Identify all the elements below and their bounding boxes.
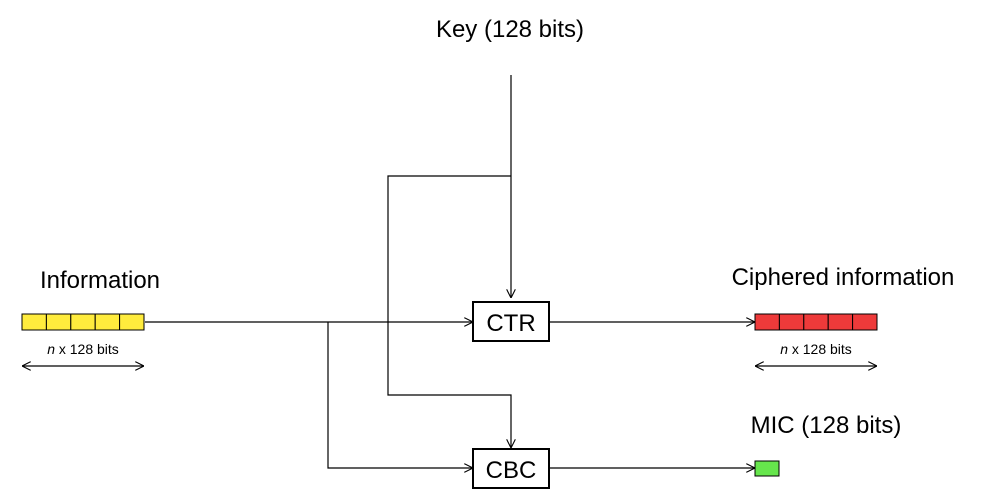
ciphered-block: [852, 313, 878, 331]
mic-label: MIC (128 bits): [751, 412, 902, 439]
mic-block: [754, 460, 780, 477]
cbc-box: CBC: [472, 448, 550, 489]
ciphered-block: [754, 313, 780, 331]
ciphered-block: [803, 313, 829, 331]
key-label: Key (128 bits): [436, 16, 584, 43]
ciphered-information-label: Ciphered information: [732, 264, 955, 291]
information-block: [70, 313, 96, 331]
information-block: [21, 313, 47, 331]
information-block: [45, 313, 72, 331]
information-blocks: [21, 313, 145, 331]
ciphered-size-label: n x 128 bits: [780, 341, 852, 357]
information-label: Information: [40, 267, 160, 294]
ciphered-block: [778, 313, 805, 331]
information-to-cbc-line: [327, 322, 473, 468]
key-branch-line: [387, 175, 511, 448]
ciphered-block: [827, 313, 854, 331]
information-size-label: n x 128 bits: [47, 341, 119, 357]
information-block: [94, 313, 121, 331]
ctr-box: CTR: [472, 301, 550, 342]
cbc-label: CBC: [486, 457, 537, 484]
information-block: [119, 313, 145, 331]
ciphered-blocks: [754, 313, 878, 331]
ctr-label: CTR: [486, 310, 535, 337]
